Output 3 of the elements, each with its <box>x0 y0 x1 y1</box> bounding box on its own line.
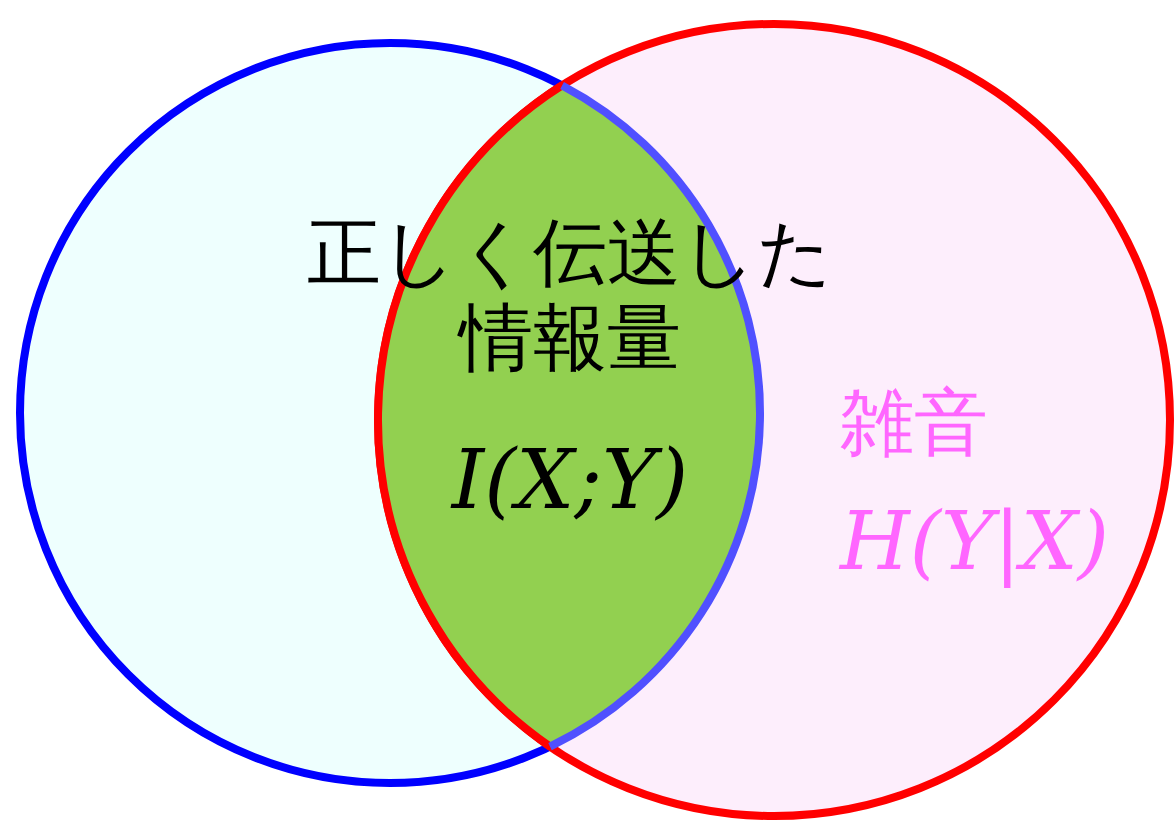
formula: I(X;Y) <box>449 435 690 526</box>
formula: H(Y|X) <box>840 498 1109 586</box>
region-label: 雑音 <box>840 380 989 466</box>
